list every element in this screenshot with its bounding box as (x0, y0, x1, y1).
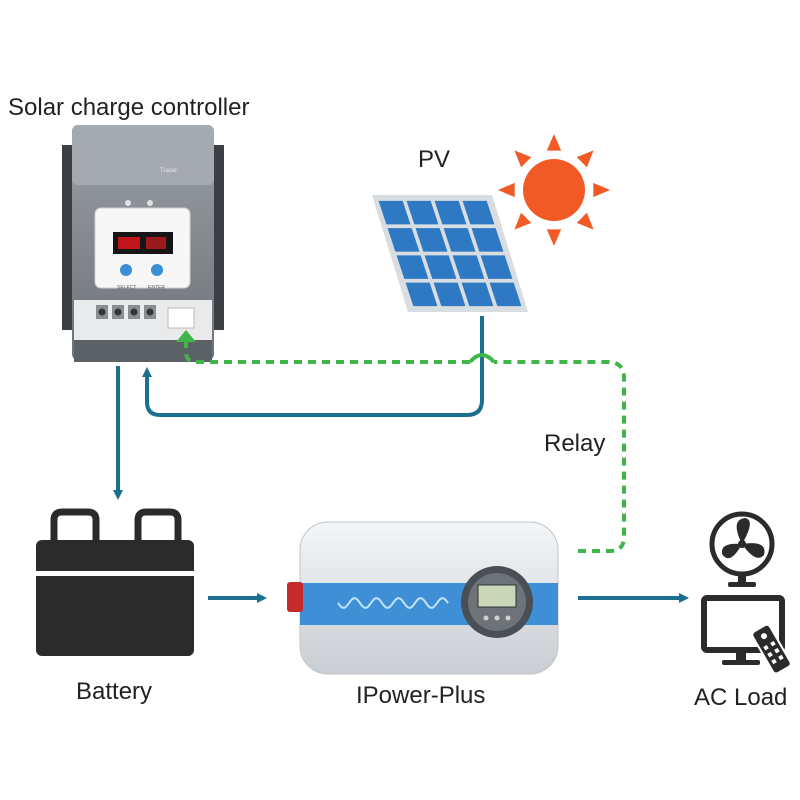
controller-led-left (125, 200, 131, 206)
battery-stripe (36, 571, 194, 576)
sun-ray (514, 150, 532, 168)
pv-cell (480, 255, 513, 279)
pv-cell (462, 200, 495, 225)
pv-cell (443, 228, 476, 252)
inverter-red-terminal (287, 582, 303, 612)
inverter-label: IPower-Plus (356, 682, 486, 709)
pv-panel (372, 195, 528, 312)
battery-terminal-right (134, 508, 182, 540)
remote-control-icon (751, 623, 792, 675)
inverter-sine-wave (337, 597, 449, 609)
sun-ray (546, 134, 562, 151)
pv-cell (424, 255, 457, 279)
sun-ray (593, 182, 610, 198)
relay-label: Relay (544, 430, 606, 457)
pv-cell (461, 282, 494, 307)
pv-to-controller-line (142, 316, 484, 417)
pv-cell (489, 282, 522, 307)
controller-select-label: SELECT (117, 285, 136, 291)
pv-cell (415, 228, 448, 252)
sun-ray (576, 150, 594, 168)
pv-cell (452, 255, 485, 279)
relay-line-hop (468, 353, 496, 364)
controller-led-right (147, 200, 153, 206)
controller-display-digits (118, 237, 140, 249)
fan-icon (709, 511, 775, 587)
pv-cell (434, 200, 467, 225)
relay-arrowhead (176, 330, 196, 342)
inverter-button-2[interactable] (494, 615, 500, 621)
pv-cell (387, 228, 420, 252)
sun-icon (498, 134, 610, 246)
controller-enter-button[interactable] (151, 264, 163, 276)
controller-enter-label: ENTER (148, 285, 165, 291)
sun-ray (498, 182, 515, 198)
pv-cell (396, 255, 429, 279)
controller-top-cap (72, 125, 214, 185)
inverter-device (287, 521, 559, 675)
sun-ray (546, 229, 562, 246)
pv-cell (405, 282, 438, 307)
battery-label: Battery (76, 678, 153, 705)
battery-body (36, 540, 194, 656)
sun-ray (514, 212, 532, 230)
pv-cell (406, 200, 439, 225)
sun-ray (576, 212, 594, 230)
controller-brand: Tracer (160, 168, 177, 174)
battery-terminal-left (50, 508, 100, 540)
pv-label: PV (418, 146, 451, 173)
battery-icon (36, 508, 194, 656)
inverter-button-3[interactable] (505, 615, 511, 621)
controller-select-button[interactable] (120, 264, 132, 276)
controller-terminals (96, 305, 195, 329)
pv-cell (433, 282, 466, 307)
charge-controller: Tracer SELECT ENTER (62, 125, 224, 362)
ac-load-icon (701, 511, 792, 675)
pv-cell (378, 200, 411, 225)
pv-cell (471, 228, 504, 252)
inverter-button-1[interactable] (483, 615, 489, 621)
ac-load-label: AC Load (694, 684, 788, 711)
controller-label: Solar charge controller (8, 94, 250, 121)
tv-icon (701, 595, 785, 665)
inverter-lcd (477, 584, 517, 608)
relay-line-left (184, 338, 470, 364)
controller-display-digits-2 (146, 237, 166, 249)
sun-disc (523, 159, 585, 221)
controller-heatsink (74, 340, 212, 362)
